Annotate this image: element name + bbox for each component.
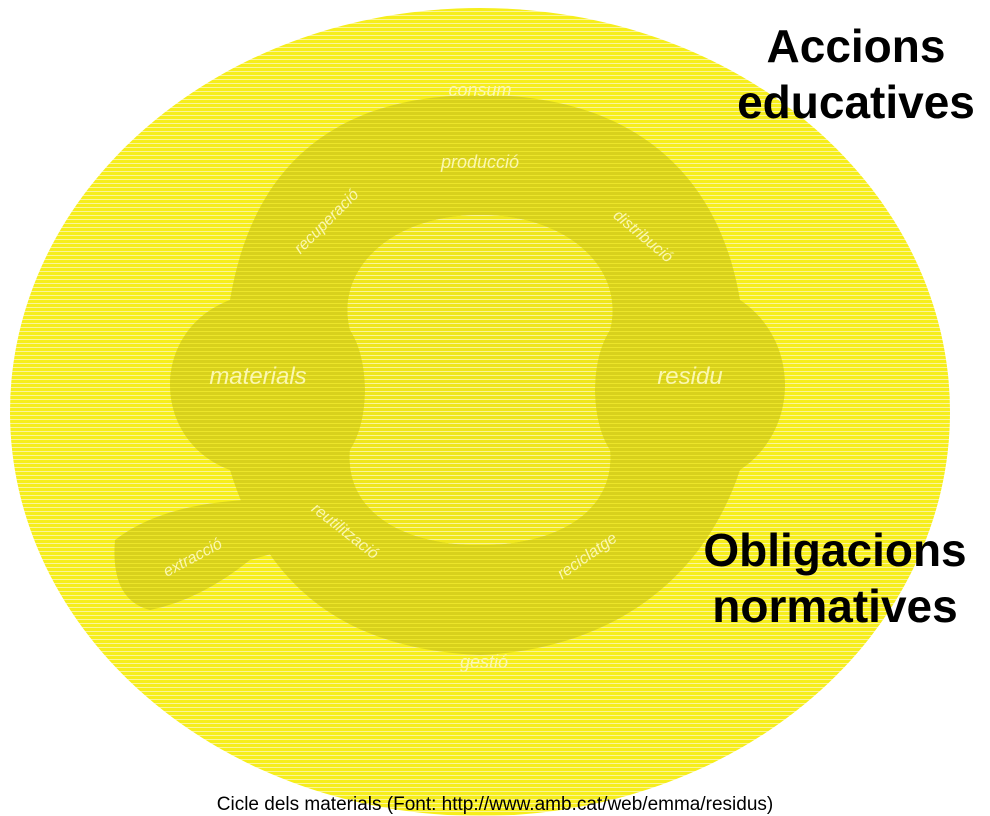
node-gestio: gestió bbox=[460, 652, 508, 672]
node-materials: materials bbox=[209, 363, 306, 390]
outer-label-line-2: educatives bbox=[737, 76, 975, 128]
outer-label: Accions educatives bbox=[736, 18, 976, 130]
edge-produccio: producció bbox=[440, 152, 519, 172]
node-residu: residu bbox=[657, 363, 722, 390]
inner-label-line-2: normatives bbox=[712, 580, 958, 632]
node-consum: consum bbox=[448, 80, 511, 100]
outer-label-line-1: Accions bbox=[766, 20, 946, 72]
inner-label: Obligacions normatives bbox=[690, 522, 980, 634]
inner-core bbox=[347, 215, 613, 545]
inner-label-line-1: Obligacions bbox=[703, 524, 967, 576]
cycle-ring bbox=[170, 95, 785, 655]
figure-caption: Cicle dels materials (Font: http://www.a… bbox=[216, 794, 774, 815]
